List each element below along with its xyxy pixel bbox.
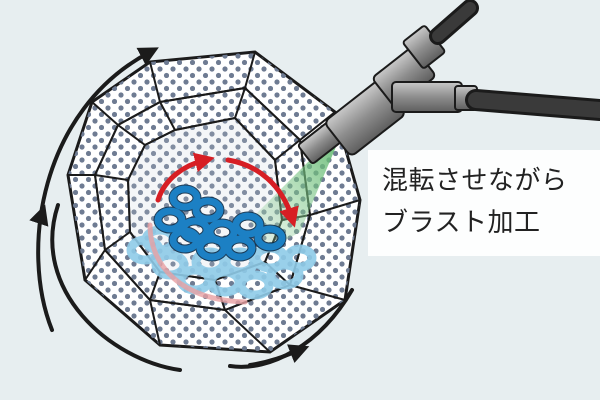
inner-rotation-arrows [147,152,299,305]
blast-spray [250,142,338,250]
outer-rotation-arrows [29,47,354,372]
o-ring-parts-icon [153,184,287,262]
rotation-arrow-icon [36,47,159,332]
rotation-arrow-icon [248,344,310,367]
caption-line-2: ブラスト加工 [382,208,541,238]
rotation-arrow-icon [147,222,248,305]
air-hose-icon [429,0,600,121]
rotation-arrow-icon [29,204,49,227]
blast-nozzle-icon [297,25,478,165]
rotation-arrow-icon [225,157,299,228]
rotation-arrow-icon [155,152,215,203]
caption-line-1: 混転させながら [382,166,568,196]
process-caption: 混転させながら ブラスト加工 [368,150,600,256]
rotation-arrow-icon [50,203,182,372]
